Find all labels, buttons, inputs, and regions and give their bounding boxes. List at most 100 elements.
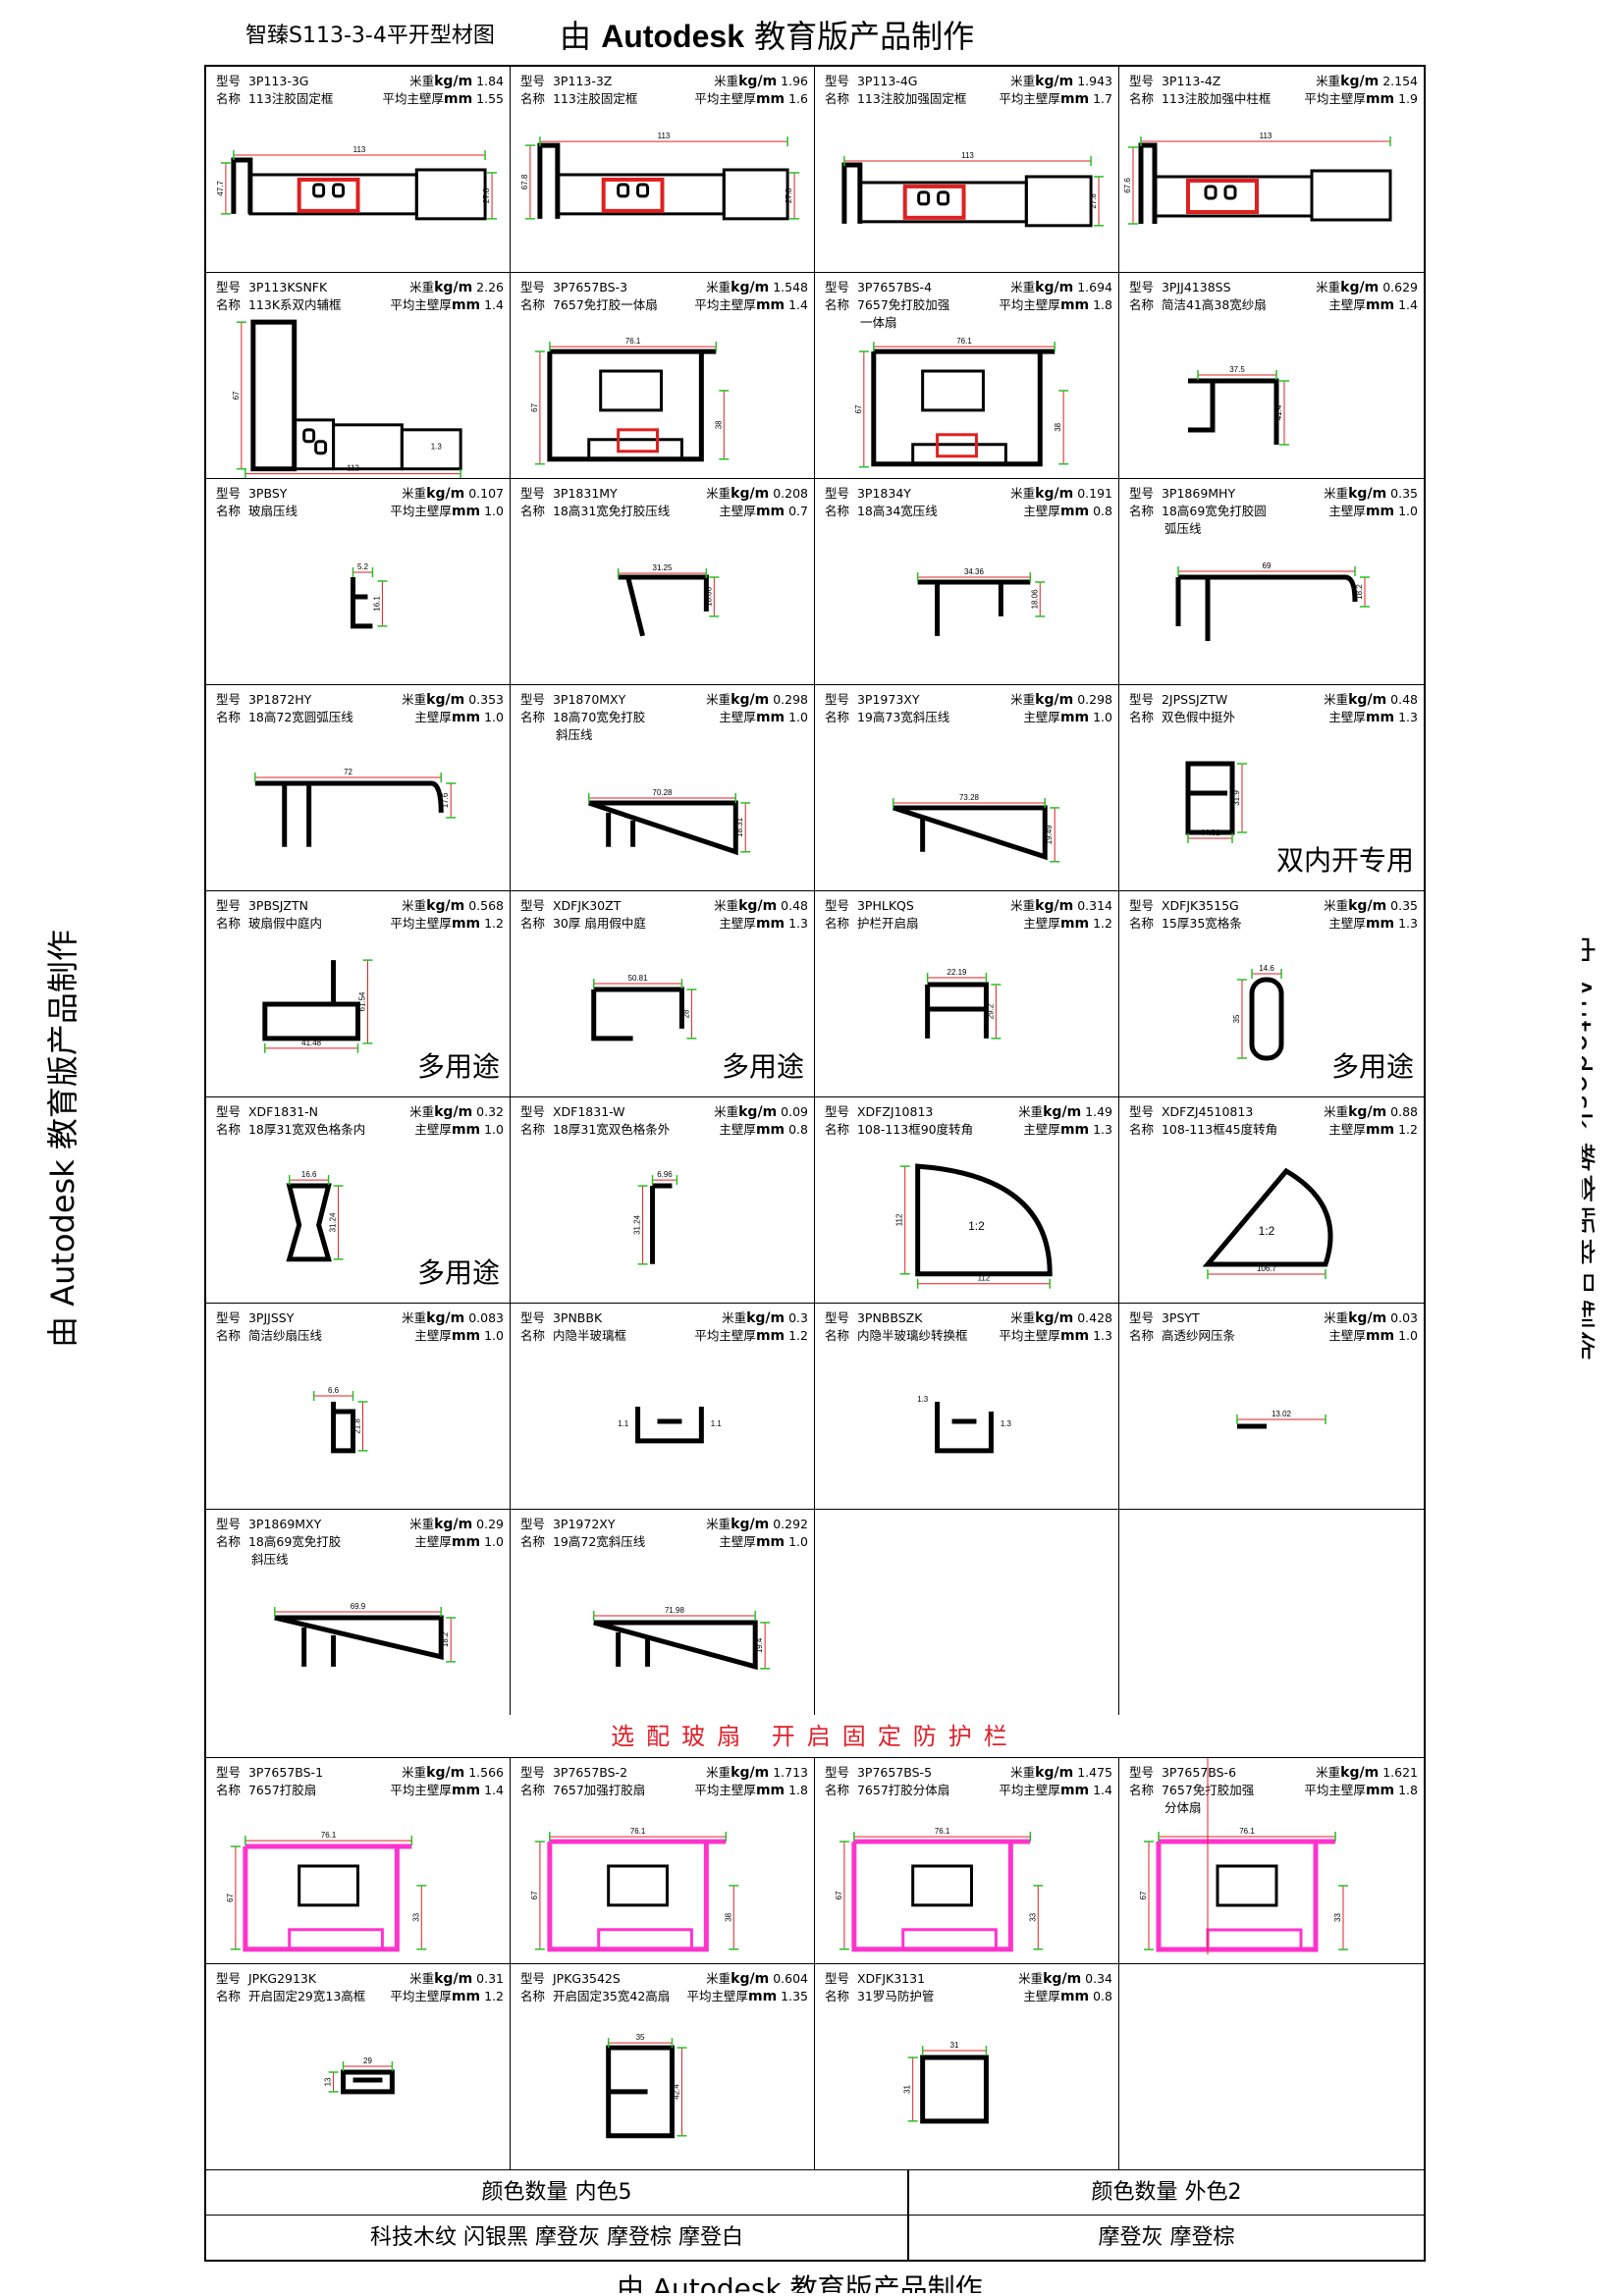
model-code: 3P1972XY [552,1517,616,1531]
model-code: 3P113KSNFK [247,280,328,294]
dimension-label: 31.9 [1232,790,1241,806]
weight-label: 米重 [1010,74,1036,88]
watermark-prefix: 由 [560,18,592,55]
weight-label: 米重 [1324,1310,1349,1325]
dimension-label: 16.6 [301,1170,317,1179]
name-label: 名称 [216,916,242,931]
model-label: 型号 [216,1517,242,1531]
weight-value: 0.353 [468,692,504,707]
dimension-label: 13.02 [1272,1410,1292,1418]
model-label: 型号 [216,1971,242,1986]
dimension-label: 14.6 [1259,964,1274,973]
wall-label: 主壁厚 [1023,916,1060,931]
dimension-label: 18.31 [735,817,744,837]
dimension-label: 22.19 [947,968,968,977]
empty-cell [1119,1510,1424,1715]
wall-label: 主壁厚 [1328,1328,1366,1343]
model-code: 3P1831MY [552,486,618,501]
name-label: 名称 [520,1328,546,1343]
wall-value: 1.3 [1093,1122,1112,1137]
name-label: 名称 [1129,504,1155,518]
wall-value: 1.4 [1093,1783,1112,1797]
name-label: 名称 [825,91,850,106]
model-code: 3PNBBK [552,1310,603,1325]
wall-value: 1.4 [1398,297,1418,312]
name-label: 名称 [520,1122,546,1137]
dimension-label: 38 [724,1912,732,1921]
dimension-label: 1:2 [968,1219,985,1233]
weight-unit: kg/m [746,1310,785,1326]
wall-unit: mm [451,1783,481,1798]
wall-unit: mm [755,1122,785,1138]
watermark-brand: Autodesk [601,19,744,54]
wall-unit: mm [451,504,481,519]
wall-label: 主壁厚 [719,1534,756,1549]
wall-label: 平均主壁厚 [390,1783,452,1797]
dimension-label: 1.3 [1001,1419,1012,1428]
wall-value: 0.7 [788,504,808,518]
name-label: 名称 [216,1534,242,1549]
wall-unit: mm [755,710,785,725]
dimension-label: 69 [1263,561,1272,570]
weight-value: 1.621 [1382,1765,1418,1780]
name-label: 名称 [520,91,546,106]
wall-value: 1.0 [1093,710,1112,724]
usage-note: 多用途 [721,1050,804,1083]
name-label: 名称 [825,1122,850,1137]
model-label: 型号 [825,74,850,88]
weight-label: 米重 [714,898,739,913]
profile-section-drawing: 14.635 [1232,964,1284,1061]
dimension-label: 18.06 [704,586,713,607]
dimension-label: 72 [344,768,352,776]
dimension-label: 31.24 [329,1212,338,1233]
dimension-label: 67 [232,391,241,400]
model-code: 3P113-4Z [1161,74,1221,88]
weight-value: 0.298 [773,692,808,707]
wall-value: 1.6 [788,91,808,106]
model-label: 型号 [216,1310,242,1325]
right-watermark: 由 Autodesk 教育版产品制作 [1562,934,1597,1362]
profile-section-drawing: 6.621.8 [312,1386,368,1454]
name-label: 名称 [216,1783,242,1797]
dimension-label: 67 [1139,1891,1148,1899]
color-footer: 颜色数量 内色5 颜色数量 外色2 科技木纹 闪银黑 摩登灰 摩登棕 摩登白 摩… [206,2169,1424,2260]
wall-unit: mm [1365,710,1395,725]
profile-name: 内隐半玻璃纱转换框 [856,1328,968,1343]
wall-label: 主壁厚 [719,1122,756,1137]
profile-name-line2: 弧压线 [1164,521,1202,536]
weight-unit: kg/m [426,692,465,708]
weight-unit: kg/m [1340,74,1380,89]
model-label: 型号 [1129,486,1155,501]
name-label: 名称 [1129,916,1155,931]
weight-unit: kg/m [434,1971,473,1987]
weight-value: 2.154 [1382,74,1418,88]
weight-value: 0.428 [1077,1310,1112,1325]
wall-value: 1.0 [788,710,808,724]
weight-label: 米重 [402,486,427,501]
profile-name: 开启固定35宽42高扇 [552,1989,671,2003]
weight-value: 0.3 [788,1310,808,1325]
profile-section-drawing: 69.918.2 [274,1602,457,1667]
profile-name: 15厚35宽格条 [1161,916,1242,931]
dimension-label: 17.6 [441,792,450,808]
dimension-label: 76.1 [625,337,641,346]
